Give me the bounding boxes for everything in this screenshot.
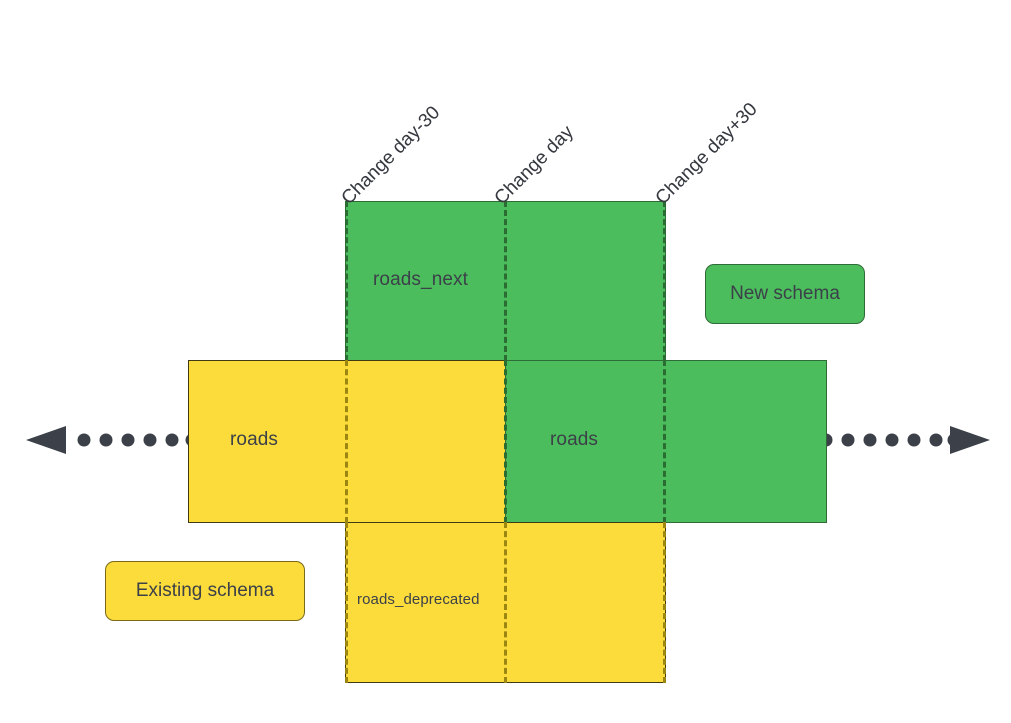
legend-existing-schema: Existing schema	[105, 561, 305, 621]
roads-existing-label: roads	[230, 429, 279, 450]
divider-change-day-top	[504, 201, 507, 361]
divider-change-day-middle	[504, 360, 507, 523]
roads-next-label: roads_next	[373, 269, 469, 290]
legend-existing-schema-label: Existing schema	[135, 580, 275, 601]
time-axis-left	[24, 424, 196, 456]
divider-day-plus-30-top	[663, 201, 666, 361]
axis-label-change-day: Change day	[490, 121, 578, 209]
divider-day-minus-30-bottom	[345, 522, 348, 683]
arrow-right-icon	[950, 426, 990, 454]
arrow-left-icon	[26, 426, 66, 454]
roads-deprecated-label: roads_deprecated	[357, 591, 480, 608]
roads-new-label: roads	[550, 429, 599, 450]
axis-dots-right	[820, 433, 961, 447]
time-axis-right	[820, 424, 992, 456]
axis-label-day-plus-30: Change day+30	[651, 98, 762, 209]
divider-day-plus-30-bottom	[663, 522, 666, 683]
axis-dots-left	[77, 433, 196, 447]
legend-new-schema-label: New schema	[730, 283, 840, 304]
axis-label-day-minus-30: Change day-30	[337, 102, 445, 209]
roads-new-band	[505, 360, 827, 523]
divider-day-minus-30-middle	[345, 360, 348, 523]
legend-new-schema: New schema	[705, 264, 865, 324]
divider-day-minus-30-top	[345, 201, 348, 361]
divider-change-day-bottom	[504, 522, 507, 683]
divider-day-plus-30-middle	[663, 360, 666, 523]
